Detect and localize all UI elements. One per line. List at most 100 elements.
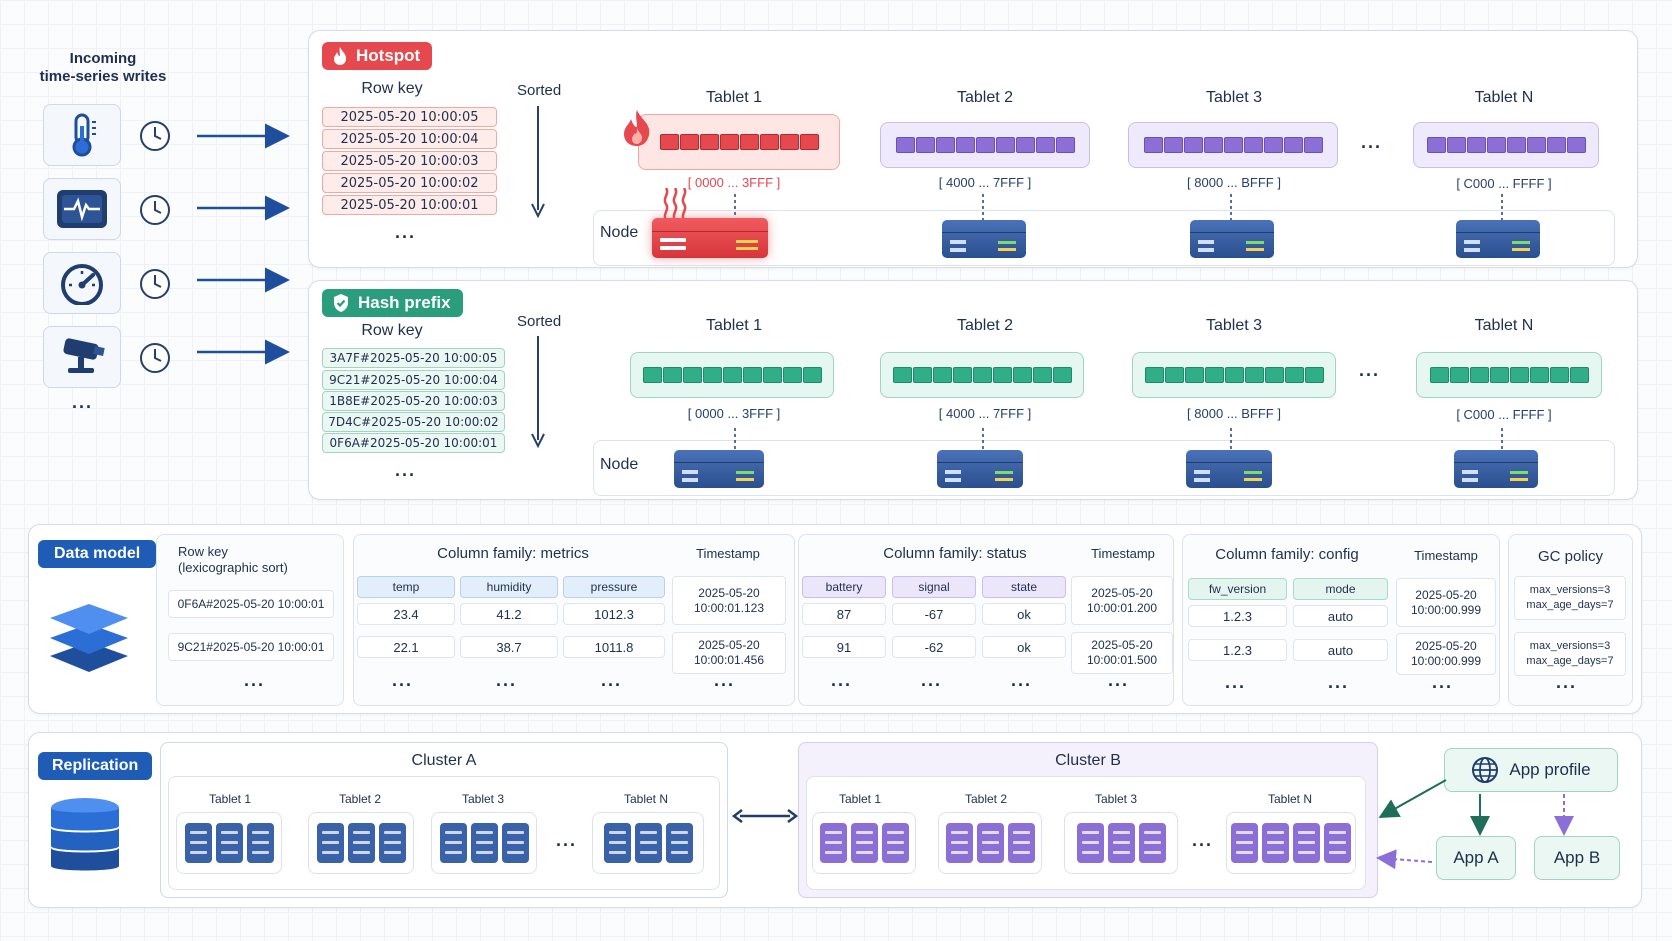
hotspot-tablet-title: Tablet 2 — [956, 89, 1014, 106]
hotspot-row-key: 2025-05-20 10:00:01 — [322, 195, 497, 215]
status-more: ... — [921, 670, 943, 690]
hash-prefix-tablet-range: [ 4000 ... 7FFF ] — [938, 406, 1032, 421]
tablet-cells — [659, 134, 819, 150]
config-column-header: mode — [1293, 578, 1388, 600]
thermometer-device — [43, 104, 121, 166]
config-ts-time: 10:00:00.999 — [1410, 654, 1482, 668]
server — [378, 823, 406, 863]
server — [470, 823, 498, 863]
hotspot-tablet-range: [ 8000 ... BFFF ] — [1187, 175, 1281, 190]
hotspot-tablet-range: [ 4000 ... 7FFF ] — [938, 175, 1032, 190]
hash-prefix-row-key: 7D4C#2025-05-20 10:00:02 — [322, 412, 505, 432]
config-more: ... — [1225, 672, 1247, 692]
hash-prefix-tablet-title: Tablet N — [1474, 317, 1534, 334]
server — [1138, 823, 1166, 863]
gc-rule-line2: max_age_days=7 — [1526, 655, 1614, 667]
cluster-b-tablet-label: Tablet 1 — [838, 792, 882, 806]
clock-icon — [140, 121, 170, 151]
metrics-timestamp-label: Timestamp — [696, 546, 760, 561]
fire-icon — [334, 47, 347, 65]
cluster-a-server-group — [176, 812, 282, 874]
hotspot-tablet-title: Tablet 1 — [705, 89, 763, 106]
cluster-b-tablet-label: Tablet N — [1267, 792, 1313, 806]
server — [1007, 823, 1035, 863]
status-cell: 87 — [802, 603, 886, 625]
node-server — [937, 450, 1023, 488]
metrics-ts-time: 10:00:01.456 — [693, 653, 765, 667]
gauge-device — [43, 252, 121, 314]
status-ts-date: 2025-05-20 — [1091, 638, 1153, 652]
heart-monitor-device — [43, 178, 121, 240]
metrics-ts-date: 2025-05-20 — [698, 638, 760, 652]
hash-prefix-badge-label: Hash prefix — [358, 293, 451, 312]
status-ts-time: 10:00:01.200 — [1086, 600, 1158, 615]
node-server — [1190, 220, 1274, 258]
server — [634, 823, 662, 863]
status-cell: -62 — [892, 636, 976, 658]
app-profile-label: App profile — [1509, 760, 1591, 779]
config-cell: 1.2.3 — [1188, 605, 1287, 627]
config-ts-date: 2025-05-20 — [1415, 639, 1477, 653]
metrics-cell: 1012.3 — [563, 603, 665, 625]
server — [246, 823, 274, 863]
hash-prefix-tablet-range: [ 8000 ... BFFF ] — [1187, 406, 1281, 421]
heat-waves-icon — [663, 188, 687, 221]
stacked-layers-icon — [50, 604, 128, 672]
cluster-b-server-group — [1064, 812, 1178, 874]
cluster-a-title: Cluster A — [411, 752, 477, 769]
metrics-cell: 22.1 — [357, 636, 455, 658]
config-column-header: fw_version — [1188, 578, 1287, 600]
gauge-icon — [61, 264, 103, 305]
cluster-a-tablet-label: Tablet 3 — [461, 792, 505, 806]
hash-prefix-tablet — [1416, 352, 1602, 398]
metrics-cell: 41.2 — [460, 603, 558, 625]
status-more: ... — [831, 670, 853, 690]
hash-prefix-tablet-title: Tablet 1 — [705, 317, 763, 334]
cluster-a-server-group — [431, 812, 537, 874]
status-cell: ok — [982, 603, 1066, 625]
node-server — [1454, 450, 1538, 488]
server — [215, 823, 243, 863]
incoming-title: Incoming time-series writes — [28, 50, 178, 86]
write-arrows — [197, 123, 290, 365]
app-a[interactable]: App A — [1436, 836, 1516, 880]
status-ts-date: 2025-05-20 — [1091, 585, 1153, 600]
hotspot-tablet-title: Tablet 3 — [1205, 89, 1263, 106]
config-timestamp-label: Timestamp — [1414, 548, 1478, 563]
server — [184, 823, 212, 863]
gc-rule-line1: max_versions=3 — [1529, 640, 1611, 652]
server — [819, 823, 847, 863]
hot-node-server — [652, 218, 768, 258]
node-server — [1456, 220, 1540, 258]
node-server — [1186, 450, 1272, 488]
gc-policy — [1508, 534, 1633, 706]
cluster-b-server-group — [938, 812, 1042, 874]
hotspot-tablet-hot — [638, 114, 840, 170]
cluster-b-server-group — [812, 812, 916, 874]
app-b[interactable]: App B — [1534, 836, 1620, 880]
cluster-b-tablet-label: Tablet 3 — [1094, 792, 1138, 806]
metrics-family-title: Column family: metrics — [437, 545, 589, 562]
cluster-a-gap: ... — [556, 830, 578, 850]
incoming-title-line1: Incoming — [69, 50, 137, 67]
data-model-badge-label: Data model — [54, 545, 141, 562]
hash-prefix-node-label: Node — [600, 456, 639, 473]
hash-prefix-connectors — [734, 428, 1503, 450]
row-key-column — [156, 534, 344, 706]
hash-prefix-row-key: 0F6A#2025-05-20 10:00:01 — [322, 433, 505, 453]
hotspot-tablet-title: Tablet N — [1474, 89, 1534, 106]
row-key-header-line1: Row key — [178, 544, 228, 559]
hotspot-node-label: Node — [600, 224, 639, 241]
metrics-more: ... — [714, 670, 736, 690]
cluster-a-tablet-label: Tablet 2 — [338, 792, 382, 806]
hash-prefix-row-key-label: Row key — [361, 322, 423, 339]
cluster-a-tablet-label: Tablet 1 — [208, 792, 252, 806]
app-profile[interactable]: App profile — [1444, 748, 1618, 792]
clock-icon — [140, 195, 170, 225]
hash-prefix-tablet — [1132, 352, 1336, 398]
hash-prefix-more: ... — [395, 460, 417, 480]
